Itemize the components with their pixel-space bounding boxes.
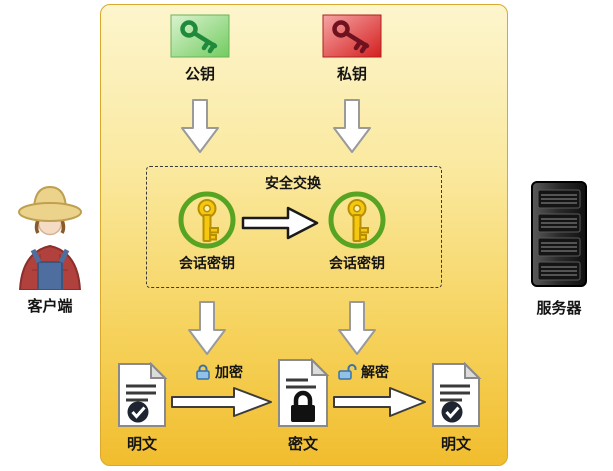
exchange-arrow-icon <box>240 205 320 241</box>
session-key-right-label: 会话密钥 <box>329 256 385 272</box>
session-key-left-icon <box>177 190 237 250</box>
server-label: 服务器 <box>536 299 582 317</box>
client-label: 客户端 <box>27 297 73 315</box>
arrow-down-private-icon <box>332 98 372 154</box>
encrypt-lock-icon <box>194 364 212 380</box>
server-tower-icon <box>524 180 594 290</box>
ciphertext-label: 密文 <box>287 435 318 453</box>
client-person-icon <box>6 178 94 290</box>
public-key-icon <box>170 14 230 58</box>
plaintext-left-label: 明文 <box>126 435 157 453</box>
secure-exchange-label: 安全交换 <box>265 176 321 192</box>
arrow-down-encrypt-icon <box>187 300 227 356</box>
decrypt-group: 解密 <box>338 362 389 382</box>
encrypt-label: 加密 <box>215 365 243 381</box>
public-key-label: 公钥 <box>184 65 215 83</box>
decrypt-lock-icon <box>338 364 358 380</box>
plaintext-left-doc-icon <box>116 362 168 428</box>
arrow-down-decrypt-icon <box>337 300 377 356</box>
session-key-box <box>146 166 442 288</box>
arrow-right-encrypt-icon <box>170 384 274 420</box>
arrow-down-public-icon <box>180 98 220 154</box>
session-key-right-icon <box>327 190 387 250</box>
session-key-left-label: 会话密钥 <box>179 256 235 272</box>
ciphertext-doc-icon <box>276 358 330 428</box>
arrow-right-decrypt-icon <box>332 384 428 420</box>
decrypt-label: 解密 <box>361 365 389 381</box>
private-key-label: 私钥 <box>336 65 367 83</box>
encrypt-group: 加密 <box>194 362 243 382</box>
plaintext-right-label: 明文 <box>440 435 471 453</box>
private-key-icon <box>322 14 382 58</box>
plaintext-right-doc-icon <box>430 362 482 428</box>
